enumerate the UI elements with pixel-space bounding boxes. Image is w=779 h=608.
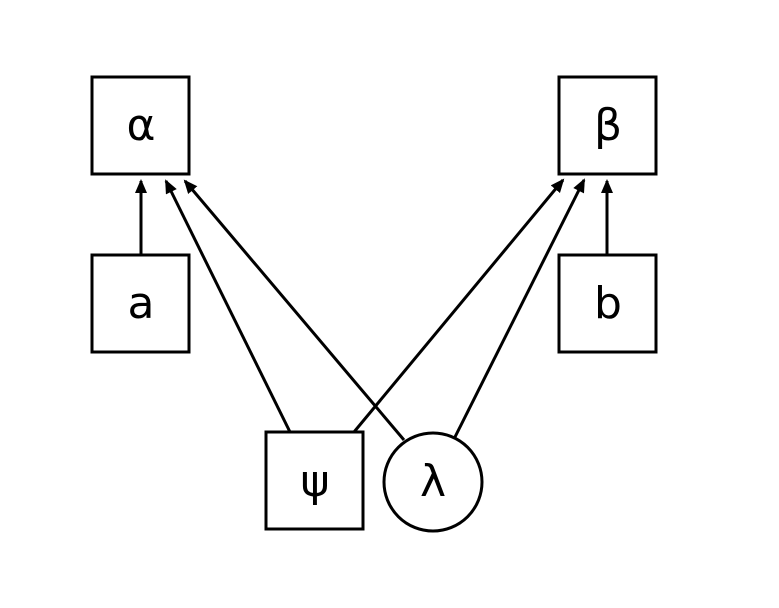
node-alpha-label: α [126, 100, 155, 151]
edge-lambda-to-alpha [183, 179, 406, 441]
node-b-box [557, 253, 658, 354]
node-a-label: a [128, 278, 155, 329]
node-b-label: b [594, 278, 622, 329]
node-beta-label: β [594, 100, 622, 151]
node-psi-box [264, 430, 365, 531]
node-psi-label: ψ [300, 456, 329, 507]
edge-lambda-to-beta [453, 178, 586, 438]
node-beta-box [557, 75, 658, 176]
edge-psi-to-alpha [164, 179, 292, 433]
node-lambda-circle [382, 431, 484, 533]
edge-psi-to-beta [352, 178, 565, 433]
node-alpha-box [90, 75, 191, 176]
node-lambda-label: λ [420, 456, 446, 507]
node-a-box [90, 253, 191, 354]
